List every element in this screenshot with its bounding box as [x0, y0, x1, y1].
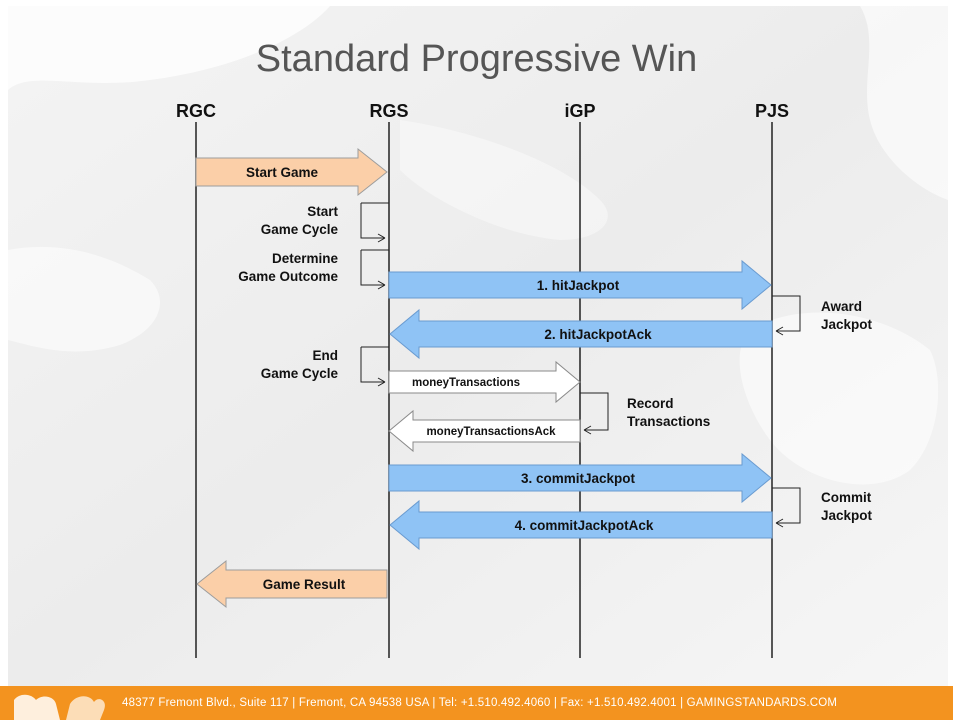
selfloop-end-cycle	[360, 347, 385, 383]
msg-commit-jackpot-ack-label: 4. commitJackpotAck	[515, 518, 654, 533]
note-determine-outcome-line-1: Determine	[271, 251, 338, 266]
lane-label-rgs: RGS	[369, 101, 409, 121]
selfloop-award-jackpot-head	[775, 326, 784, 336]
decor-shape-top-left	[8, 6, 330, 90]
note-record-transactions-line-2: Transactions	[627, 414, 711, 429]
note-award-jackpot: Award Jackpot	[821, 298, 901, 334]
note-start-cycle-line-2: Game Cycle	[260, 222, 338, 237]
msg-game-result-label: Game Result	[263, 577, 346, 592]
selfloop-start-cycle	[360, 203, 385, 239]
footer-logo-piece-2	[66, 696, 105, 720]
decor-shape-center	[400, 120, 608, 240]
note-end-cycle-line-1: End	[312, 348, 339, 363]
note-end-cycle-line-2: Game Cycle	[260, 366, 338, 381]
arrow-commit-jackpot-ack	[389, 499, 773, 551]
note-commit-jackpot-line-1: Commit	[821, 490, 872, 505]
note-start-cycle-line-1: Start	[307, 204, 338, 219]
arrow-start-game	[195, 147, 388, 197]
selfloop-start-cycle-head	[377, 233, 386, 243]
msg-start-game-label: Start Game	[246, 165, 319, 180]
footer-logo-piece-1	[14, 694, 60, 720]
arrow-game-result	[196, 559, 388, 609]
selfloop-commit-jackpot	[772, 487, 801, 524]
msg-hit-jackpot-label: 1. hitJackpot	[537, 278, 620, 293]
selfloop-award-jackpot	[772, 295, 801, 332]
note-award-jackpot-line-2: Jackpot	[821, 317, 873, 332]
selfloop-record-transactions	[580, 392, 609, 431]
note-determine-outcome-line-2: Game Outcome	[238, 269, 338, 284]
footer-bar	[0, 686, 953, 720]
note-end-cycle: End Game Cycle	[200, 347, 338, 383]
msg-hit-jackpot-ack-label: 2. hitJackpotAck	[544, 327, 652, 342]
arrow-hit-jackpot-ack	[389, 308, 773, 360]
note-start-cycle: Start Game Cycle	[200, 203, 338, 239]
page-title: Standard Progressive Win	[255, 38, 698, 80]
note-record-transactions-line-1: Record	[627, 396, 674, 411]
msg-commit-jackpot-label: 3. commitJackpot	[521, 471, 636, 486]
arrow-money-transactions	[388, 360, 581, 404]
decor-shape-left	[8, 246, 160, 352]
lane-label-igp: iGP	[564, 101, 596, 121]
note-commit-jackpot: Commit Jackpot	[821, 489, 901, 525]
selfloop-commit-jackpot-head	[775, 518, 784, 528]
selfloop-determine-head	[377, 280, 386, 290]
arrow-hit-jackpot	[388, 259, 772, 311]
selfloop-record-transactions-head	[583, 425, 592, 435]
selfloop-end-cycle-head	[377, 377, 386, 387]
note-determine-outcome: Determine Game Outcome	[200, 250, 338, 286]
footer-address: 48377 Fremont Blvd., Suite 117 | Fremont…	[122, 697, 838, 709]
decor-shape-right	[739, 312, 939, 485]
note-award-jackpot-line-1: Award	[821, 299, 863, 314]
lane-label-rgc: RGC	[176, 101, 216, 121]
selfloop-determine	[360, 250, 385, 286]
arrow-money-transactions-ack	[388, 409, 581, 453]
note-record-transactions: Record Transactions	[627, 395, 737, 431]
decor-shape-top-right	[860, 6, 948, 200]
msg-money-transactions-ack-label: moneyTransactionsAck	[426, 426, 556, 438]
note-commit-jackpot-line-2: Jackpot	[821, 508, 873, 523]
lane-label-pjs: PJS	[754, 101, 790, 121]
arrow-commit-jackpot	[388, 452, 772, 504]
msg-money-transactions-label: moneyTransactions	[412, 377, 520, 389]
